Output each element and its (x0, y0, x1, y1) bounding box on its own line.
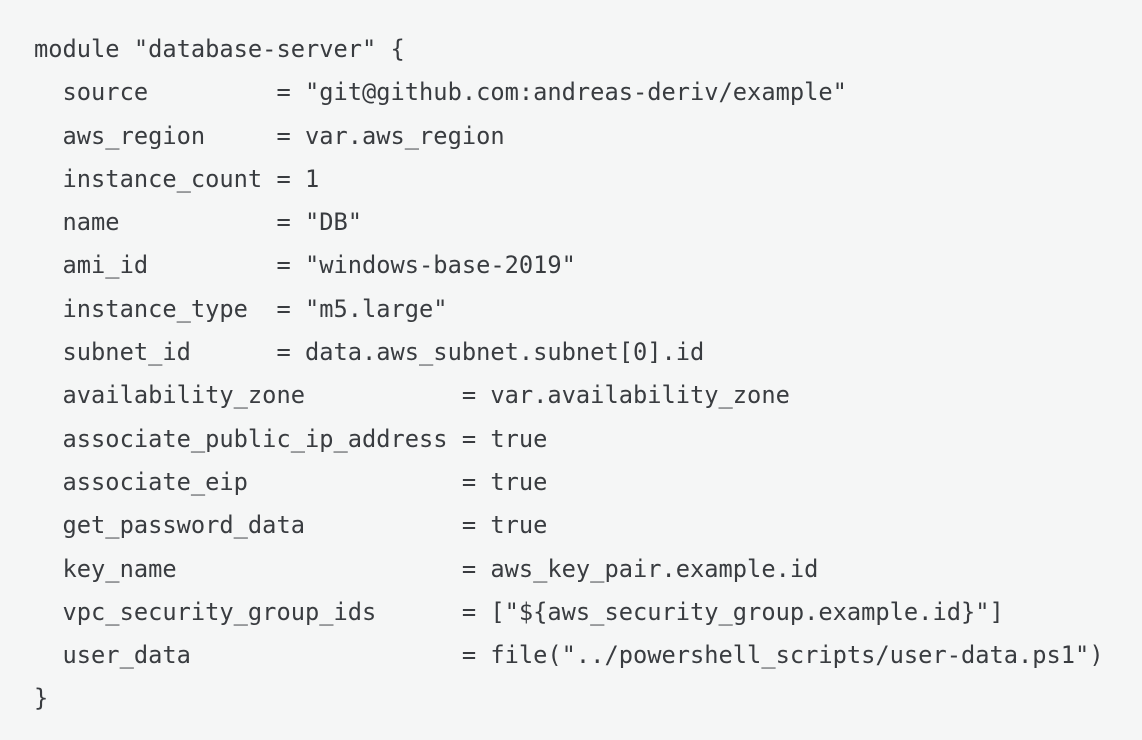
code-line-instance-type: instance_type = "m5.large" (34, 294, 448, 323)
code-line-user-data: user_data = file("../powershell_scripts/… (34, 641, 1104, 670)
code-line-ami-id: ami_id = "windows-base-2019" (34, 251, 576, 280)
code-line-aws-region: aws_region = var.aws_region (34, 121, 505, 150)
code-line-subnet-id: subnet_id = data.aws_subnet.subnet[0].id (34, 338, 705, 367)
code-line-associate-public-ip-address: associate_public_ip_address = true (34, 424, 548, 453)
code-line-source: source = "git@github.com:andreas-deriv/e… (34, 78, 847, 107)
code-line-instance-count: instance_count = 1 (34, 164, 320, 193)
code-line-associate-eip: associate_eip = true (34, 467, 548, 496)
terraform-module-source: module "database-server" { source = "git… (34, 28, 1122, 721)
code-line-availability-zone: availability_zone = var.availability_zon… (34, 381, 790, 410)
code-line-module-footer: } (34, 684, 49, 713)
code-line-module-header: module "database-server" { (34, 35, 405, 63)
code-line-key-name: key_name = aws_key_pair.example.id (34, 554, 819, 583)
code-line-vpc-security-group-ids: vpc_security_group_ids = ["${aws_securit… (34, 597, 1004, 626)
code-line-get-password-data: get_password_data = true (34, 511, 548, 540)
code-line-name: name = "DB" (34, 208, 363, 237)
